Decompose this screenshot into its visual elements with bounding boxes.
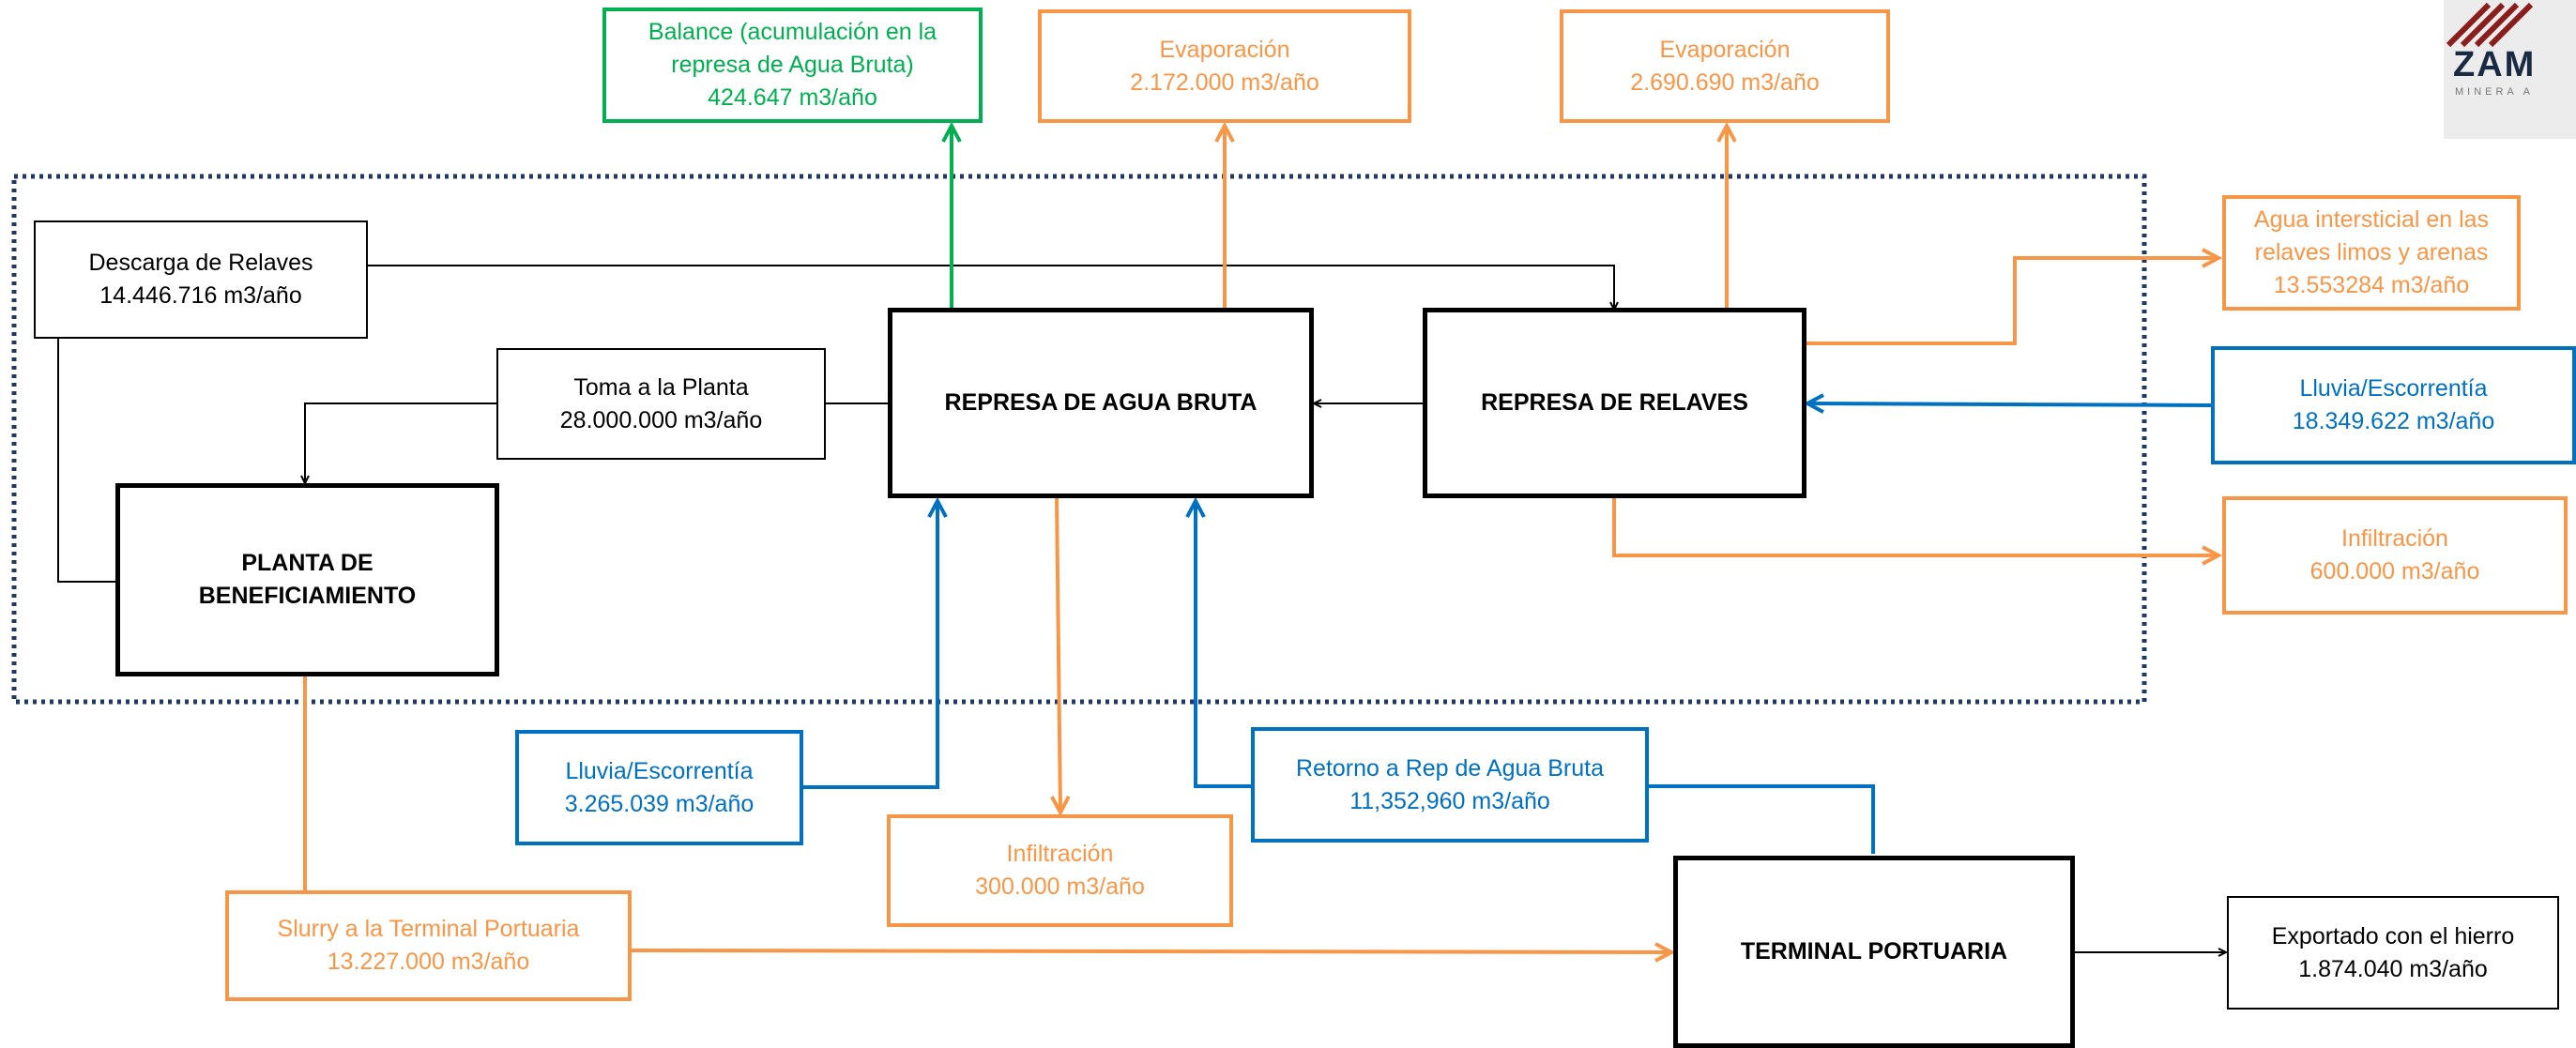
represa-agua-bruta-label: REPRESA DE AGUA BRUTA <box>944 389 1258 416</box>
edge-relaves-to-intersticial <box>1802 258 2218 345</box>
represa-agua-bruta-box: REPRESA DE AGUA BRUTA <box>888 308 1314 498</box>
edge-planta-to-descarga <box>57 338 117 583</box>
descarga-relaves-line1: Descarga de Relaves <box>88 250 313 276</box>
agua-intersticial-line2: relaves limos y arenas <box>2254 239 2489 266</box>
agua-intersticial-line3: 13.553284 m3/año <box>2273 272 2470 298</box>
slurry-box: Slurry a la Terminal Portuaria 13.227.00… <box>225 890 632 1001</box>
balance-line2: represa de Agua Bruta) <box>671 52 914 78</box>
descarga-relaves-box: Descarga de Relaves 14.446.716 m3/año <box>34 220 368 339</box>
retorno-box: Retorno a Rep de Agua Bruta 11,352,960 m… <box>1251 727 1649 843</box>
edge-retorno-to-agua-bruta <box>1196 501 1251 788</box>
retorno-line1: Retorno a Rep de Agua Bruta <box>1295 754 1604 782</box>
edge-agua-bruta-to-infiltracion <box>1057 496 1060 813</box>
exportado-line1: Exportado con el hierro <box>2271 922 2515 949</box>
lluvia-agua-bruta-line1: Lluvia/Escorrentía <box>565 757 754 784</box>
evaporacion-relaves-box: Evaporación 2.690.690 m3/año <box>1560 9 1890 123</box>
logo-subtext: MINERA A <box>2455 86 2534 98</box>
exportado-box: Exportado con el hierro 1.874.040 m3/año <box>2227 896 2559 1010</box>
descarga-relaves-line2: 14.446.716 m3/año <box>99 282 302 309</box>
lluvia-agua-bruta-box: Lluvia/Escorrentía 3.265.039 m3/año <box>515 730 803 845</box>
agua-intersticial-box: Agua intersticial en las relaves limos y… <box>2222 195 2521 311</box>
balance-box: Balance (acumulación en la represa de Ag… <box>602 8 983 123</box>
system-boundary <box>11 174 2147 705</box>
balance-line1: Balance (acumulación en la <box>648 19 937 45</box>
toma-planta-box: Toma a la Planta 28.000.000 m3/año <box>496 348 826 460</box>
lluvia-relaves-line2: 18.349.622 m3/año <box>2292 408 2495 434</box>
edge-lluvia-to-relaves <box>1807 403 2212 405</box>
edge-terminal-to-retorno <box>1649 784 1875 854</box>
evaporacion-agua-bruta-box: Evaporación 2.172.000 m3/año <box>1038 9 1411 123</box>
edge-lluvia-to-agua-bruta <box>803 501 937 789</box>
toma-planta-line2: 28.000.000 m3/año <box>559 406 763 433</box>
edge-descarga-to-relaves <box>368 265 1614 310</box>
lluvia-relaves-box: Lluvia/Escorrentía 18.349.622 m3/año <box>2211 346 2576 464</box>
planta-line2: BENEFICIAMIENTO <box>198 583 417 609</box>
infiltracion-relaves-line2: 600.000 m3/año <box>2309 558 2480 585</box>
balance-line3: 424.647 m3/año <box>708 84 877 111</box>
lluvia-agua-bruta-line2: 3.265.039 m3/año <box>564 790 755 817</box>
represa-relaves-box: REPRESA DE RELAVES <box>1423 308 1806 498</box>
evaporacion-agua-bruta-line2: 2.172.000 m3/año <box>1130 68 1319 96</box>
infiltracion-agua-bruta-line1: Infiltración <box>1006 841 1114 867</box>
terminal-portuaria-box: TERMINAL PORTUARIA <box>1673 856 2075 1048</box>
agua-intersticial-line1: Agua intersticial en las <box>2253 206 2490 233</box>
planta-beneficiamiento-box: PLANTA DE BENEFICIAMIENTO <box>115 483 499 676</box>
terminal-label: TERMINAL PORTUARIA <box>1740 938 2008 964</box>
planta-line1: PLANTA DE <box>241 550 373 576</box>
evaporacion-relaves-line2: 2.690.690 m3/año <box>1630 68 1820 96</box>
logo-mark-icon <box>2446 2 2534 47</box>
company-logo: ZAM MINERA A <box>2444 0 2576 139</box>
edge-slurry-to-terminal <box>631 950 1671 952</box>
retorno-line2: 11,352,960 m3/año <box>1349 787 1550 814</box>
exportado-line2: 1.874.040 m3/año <box>2298 955 2488 982</box>
infiltracion-agua-bruta-box: Infiltración 300.000 m3/año <box>887 814 1233 927</box>
evaporacion-agua-bruta-line1: Evaporación <box>1159 36 1290 63</box>
slurry-line2: 13.227.000 m3/año <box>327 949 530 975</box>
lluvia-relaves-line1: Lluvia/Escorrentía <box>2299 375 2488 402</box>
infiltracion-relaves-box: Infiltración 600.000 m3/año <box>2222 496 2568 615</box>
edge-toma-to-planta <box>305 402 496 483</box>
evaporacion-relaves-line1: Evaporación <box>1659 36 1791 63</box>
slurry-line1: Slurry a la Terminal Portuaria <box>277 916 580 942</box>
logo-text: ZAM <box>2453 45 2537 84</box>
toma-planta-line1: Toma a la Planta <box>573 373 749 401</box>
represa-relaves-label: REPRESA DE RELAVES <box>1481 389 1748 416</box>
edge-relaves-to-infiltracion <box>1612 497 2218 555</box>
infiltracion-agua-bruta-line2: 300.000 m3/año <box>975 873 1145 900</box>
infiltracion-relaves-line1: Infiltración <box>2341 525 2448 552</box>
